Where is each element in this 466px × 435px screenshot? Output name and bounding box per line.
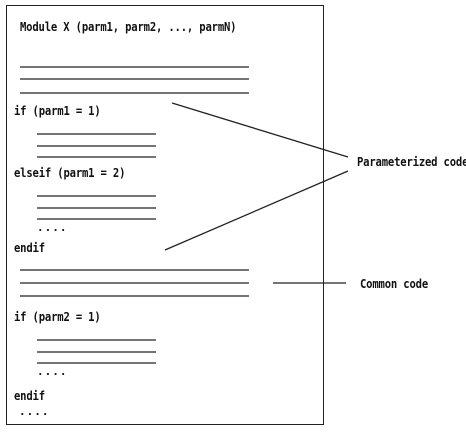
parameterized-connector-top bbox=[171, 102, 349, 158]
ellipsis: .... bbox=[37, 365, 68, 378]
elseif-parm1-label: elseif (parm1 = 2) bbox=[14, 166, 126, 180]
common-code-label: Common code bbox=[360, 277, 429, 291]
parameterized-code-label: Parameterized code bbox=[357, 155, 466, 169]
if-parm1-label: if (parm1 = 1) bbox=[14, 104, 101, 118]
if-parm2-label: if (parm2 = 1) bbox=[14, 310, 101, 324]
ellipsis: .... bbox=[19, 405, 50, 418]
parameterized-connector-bottom bbox=[164, 170, 349, 251]
endif-label: endif bbox=[14, 389, 45, 403]
module-box bbox=[6, 5, 324, 425]
module-header: Module X (parm1, parm2, ..., parmN) bbox=[20, 20, 237, 34]
ellipsis: .... bbox=[37, 221, 68, 234]
endif-label: endif bbox=[14, 241, 45, 255]
